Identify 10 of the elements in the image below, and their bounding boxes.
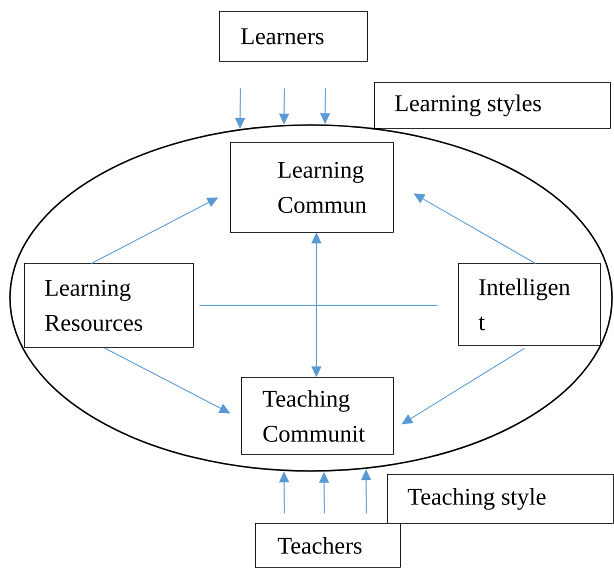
text-box: Intelligen t [458,263,601,346]
ellipse-outline [9,124,613,472]
text-box: Teachers [255,523,401,568]
text-box: Learning Resources [24,263,194,348]
text-box: Learners [219,11,368,62]
text-box: Learning Commun [230,142,394,233]
text-box: Learning styles [374,82,611,129]
text-box: Teaching style [387,474,614,524]
text-box: Teaching Communit [241,377,394,455]
connector-line [198,304,438,306]
